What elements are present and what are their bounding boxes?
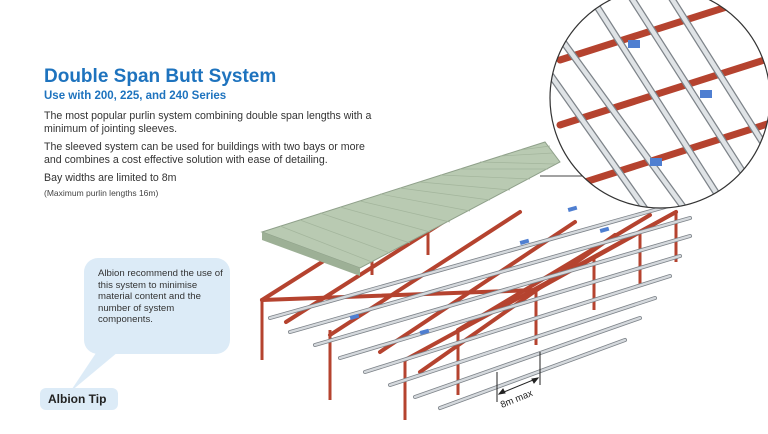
sleeve (599, 226, 610, 234)
zoom-sleeve (628, 40, 640, 48)
arrowhead (531, 377, 540, 384)
purlin (388, 296, 657, 387)
zoom-circle-border (549, 0, 768, 209)
tip-speech-bubble: Albion recommend the use of this system … (84, 258, 230, 354)
zoom-purlin (550, 58, 662, 208)
rafter (378, 220, 577, 354)
detail-callout (540, 0, 768, 209)
bay-width-text: Bay widths are limited to 8m (44, 172, 177, 184)
description-paragraph-2: The sleeved system can be used for build… (44, 141, 365, 166)
purlins (268, 198, 692, 410)
roof-panel (260, 141, 561, 269)
purlin (413, 316, 642, 399)
sleeve (519, 238, 530, 246)
zoom-sleeve (700, 90, 712, 98)
purlin (438, 338, 627, 410)
speech-bubble-tail (70, 350, 118, 392)
dimension-line (498, 377, 539, 395)
zoom-purlin (658, 0, 768, 172)
description-paragraph-1: The most popular purlin system combining… (44, 110, 372, 135)
roof-panel-edge (262, 232, 360, 276)
zoom-sleeve (650, 158, 662, 166)
zoom-detail (550, 0, 768, 208)
purlin (288, 216, 692, 334)
roof-sheeting (260, 141, 561, 276)
sleeve (567, 205, 578, 213)
purlin (313, 234, 692, 347)
purlin (363, 274, 672, 374)
butt-sleeves (349, 205, 610, 336)
purlin (338, 254, 682, 360)
max-length-note: (Maximum purlin lengths 16m) (44, 188, 159, 198)
eaves-beam (260, 288, 538, 302)
purlin (268, 198, 692, 320)
zoom-purlin (578, 0, 742, 208)
zoom-purlin (550, 8, 702, 208)
rafter (456, 213, 652, 332)
intro-text-block: Double Span Butt System Use with 200, 22… (44, 66, 374, 198)
arrowhead (497, 388, 506, 395)
sleeve (349, 313, 360, 321)
page-subtitle: Use with 200, 225, and 240 Series (44, 90, 227, 102)
albion-tip-badge: Albion Tip (40, 388, 118, 410)
bay-dimension-marker (496, 352, 541, 402)
sleeve (419, 328, 430, 336)
tip-text: Albion recommend the use of this system … (98, 268, 223, 326)
page-title: Double Span Butt System (44, 66, 277, 87)
roof-corrugation (279, 145, 556, 263)
